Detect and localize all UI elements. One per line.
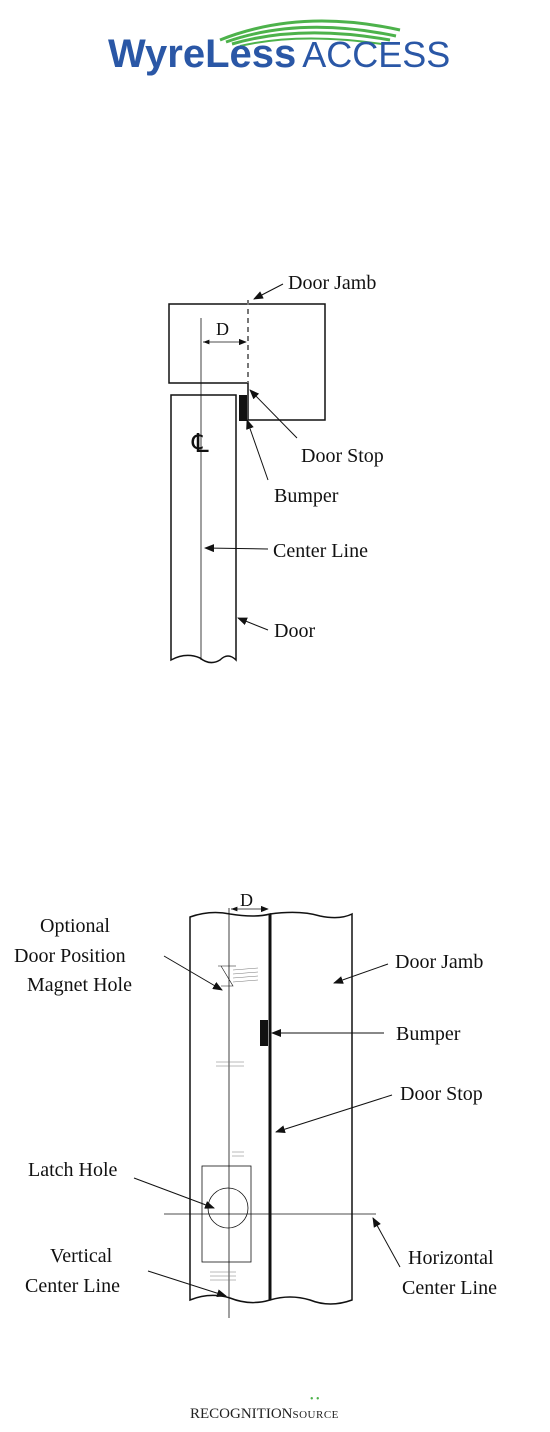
label-bumper-bottom: Bumper [396, 1023, 461, 1045]
label-bumper: Bumper [274, 485, 339, 507]
dimension-label-bottom: D [240, 890, 253, 910]
label-optional: Optional [40, 915, 110, 937]
centerline-symbol: ℄ [191, 429, 209, 458]
door-jamb-outline [270, 912, 352, 1304]
bumper-shape-bottom [260, 1020, 268, 1046]
label-door-position: Door Position [14, 945, 126, 967]
label-vertical: Vertical [50, 1245, 113, 1267]
top-door-diagram: D ℄ Door Jamb Door Stop Bumper Center Li… [0, 0, 550, 700]
label-magnet-hole: Magnet Hole [27, 974, 132, 996]
recognition-source-logo: RECOGNITIONSOURCE • • [190, 1406, 339, 1423]
footer-brand-sub: SOURCE [293, 1409, 339, 1421]
label-door-jamb-bottom: Door Jamb [395, 951, 483, 973]
label-horizontal: Horizontal [408, 1247, 494, 1269]
label-door-jamb: Door Jamb [288, 272, 376, 294]
dimension-label: D [216, 319, 229, 339]
label-center-line: Center Line [273, 540, 368, 562]
label-horizontal-center-line: Center Line [402, 1277, 497, 1299]
label-door: Door [274, 620, 315, 642]
footer-brand-main: RECOGNITION [190, 1406, 293, 1422]
label-latch-hole: Latch Hole [28, 1159, 118, 1181]
bumper-shape [239, 395, 247, 421]
label-vertical-center-line: Center Line [25, 1275, 120, 1297]
footer-dots-icon: • • [310, 1394, 320, 1405]
label-door-stop: Door Stop [301, 445, 384, 467]
label-door-stop-bottom: Door Stop [400, 1083, 483, 1105]
bottom-door-diagram: D Optional Door Position Magnet Hole Doo… [0, 780, 550, 1420]
